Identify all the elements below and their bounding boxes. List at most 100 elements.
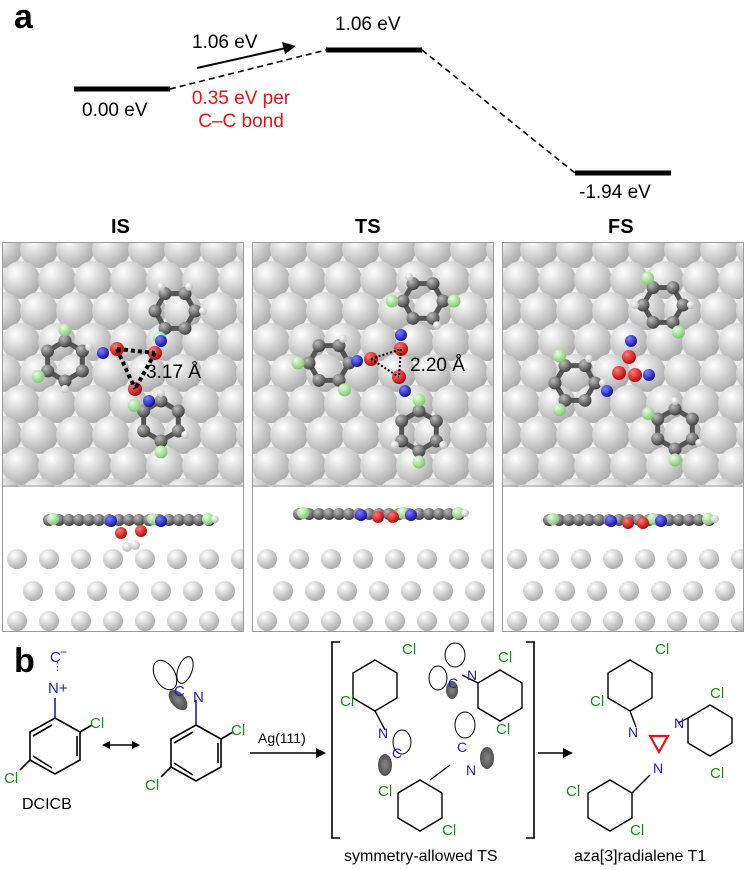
- silver-atom-icon: [667, 549, 687, 569]
- carbon-atom-icon: [302, 356, 316, 370]
- silver-atom-icon: [55, 581, 75, 601]
- carbon-atom-icon: [426, 277, 440, 291]
- silver-atom-icon: [731, 611, 743, 631]
- silver-atom-icon: [481, 611, 493, 631]
- silver-atom-icon: [167, 549, 187, 569]
- svg-text:Cl: Cl: [378, 783, 392, 800]
- silver-atom-icon: [682, 447, 720, 485]
- silver-atom-icon: [288, 447, 326, 485]
- silver-atom-icon: [23, 581, 43, 601]
- carbon-atom-icon: [685, 412, 699, 426]
- silver-atom-icon: [700, 354, 738, 392]
- silver-atom-icon: [360, 385, 398, 423]
- silver-atom-icon: [321, 549, 341, 569]
- carbon-atom-icon: [673, 514, 685, 526]
- ts-structure-frame: [252, 242, 494, 632]
- hydrogen-atom-icon: [199, 307, 207, 315]
- chlorine-atom-icon: [31, 370, 45, 383]
- fs-energy-label: -1.94 eV: [579, 182, 651, 203]
- silver-atom-icon: [253, 447, 290, 485]
- silver-atom-icon: [342, 243, 380, 268]
- carbon-atom-icon: [188, 304, 202, 318]
- silver-atom-icon: [503, 292, 522, 330]
- silver-atom-icon: [556, 292, 594, 330]
- svg-text:N+: N+: [48, 680, 68, 697]
- silver-atom-icon: [417, 611, 437, 631]
- silver-atom-icon: [324, 385, 362, 423]
- silver-atom-icon: [164, 292, 202, 330]
- silver-atom-icon: [92, 416, 130, 454]
- silver-atom-icon: [385, 549, 405, 569]
- silver-atom-icon: [520, 292, 558, 330]
- silver-atom-icon: [718, 323, 743, 361]
- svg-text:N: N: [378, 725, 388, 741]
- silver-atom-icon: [182, 447, 220, 485]
- chlorine-atom-icon: [412, 393, 426, 407]
- is-distance-label: 3.17 Å: [146, 362, 201, 383]
- silver-atom-icon: [353, 611, 373, 631]
- ts-title: TS: [355, 216, 381, 238]
- silver-atom-icon: [635, 611, 655, 631]
- silver-atom-icon: [432, 385, 470, 423]
- silver-atom-icon: [74, 385, 112, 423]
- silver-atom-icon: [571, 611, 591, 631]
- ts-label: symmetry-allowed TS: [344, 848, 498, 865]
- silver-atom-icon: [432, 447, 470, 485]
- silver-atom-icon: [200, 416, 238, 454]
- silver-atom-icon: [664, 354, 702, 392]
- is-ts-dashed: [169, 49, 327, 90]
- silver-atom-icon: [7, 549, 27, 569]
- silver-atom-icon: [183, 581, 203, 601]
- carbon-atom-icon: [137, 404, 151, 418]
- silver-atom-icon: [151, 581, 171, 601]
- silver-atom-icon: [520, 243, 558, 268]
- silver-atom-icon: [3, 385, 40, 423]
- carbon-atom-icon: [429, 414, 443, 428]
- barrier-arrow: [196, 47, 287, 69]
- carbon-atom-icon: [683, 514, 695, 526]
- silver-atom-icon: [289, 549, 309, 569]
- silver-atom-icon: [736, 243, 743, 264]
- silver-atom-icon: [486, 420, 493, 450]
- silver-atom-icon: [414, 243, 452, 268]
- hydrogen-atom-icon: [211, 515, 219, 523]
- ts-fs-dashed: [421, 49, 576, 174]
- silver-atom-icon: [667, 611, 687, 631]
- hydrogen-atom-icon: [711, 515, 719, 523]
- silver-atom-icon: [592, 416, 630, 454]
- silver-atom-icon: [270, 292, 308, 330]
- radialene-ring: [648, 734, 670, 755]
- silver-atom-icon: [253, 292, 272, 330]
- carbon-atom-icon: [412, 404, 426, 418]
- svg-text:C: C: [448, 675, 458, 691]
- svg-text:Cl: Cl: [231, 722, 245, 739]
- chlorine-atom-icon: [338, 383, 351, 397]
- carbon-atom-icon: [646, 315, 660, 329]
- fs-title: FS: [608, 216, 634, 238]
- silver-atom-icon: [324, 261, 362, 299]
- silver-atom-icon: [306, 416, 344, 454]
- carbon-atom-icon: [333, 508, 345, 520]
- silver-atom-icon: [610, 385, 648, 423]
- silver-atom-icon: [417, 549, 437, 569]
- dcicb-label: DCICB: [22, 796, 72, 813]
- hydrogen-atom-icon: [585, 354, 593, 363]
- silver-atom-icon: [257, 549, 277, 569]
- silver-atom-icon: [236, 420, 243, 450]
- carbon-atom-icon: [313, 508, 325, 520]
- silver-atom-icon: [503, 323, 540, 361]
- svg-text:N: N: [467, 667, 477, 683]
- silver-atom-icon: [700, 416, 738, 454]
- substrate-label: Ag(111): [258, 730, 306, 746]
- silver-atom-icon: [253, 416, 272, 454]
- nitrogen-atom-icon: [655, 515, 667, 527]
- hydrogen-atom-icon: [157, 282, 165, 291]
- silver-atom-icon: [682, 261, 720, 299]
- carbon-atom-icon: [171, 404, 185, 418]
- silver-atom-icon: [146, 447, 184, 485]
- silver-atom-icon: [38, 385, 76, 423]
- silver-atom-icon: [218, 447, 243, 485]
- silver-atom-icon: [253, 354, 272, 392]
- svg-text:C: C: [392, 745, 402, 761]
- hydrogen-atom-icon: [122, 542, 132, 552]
